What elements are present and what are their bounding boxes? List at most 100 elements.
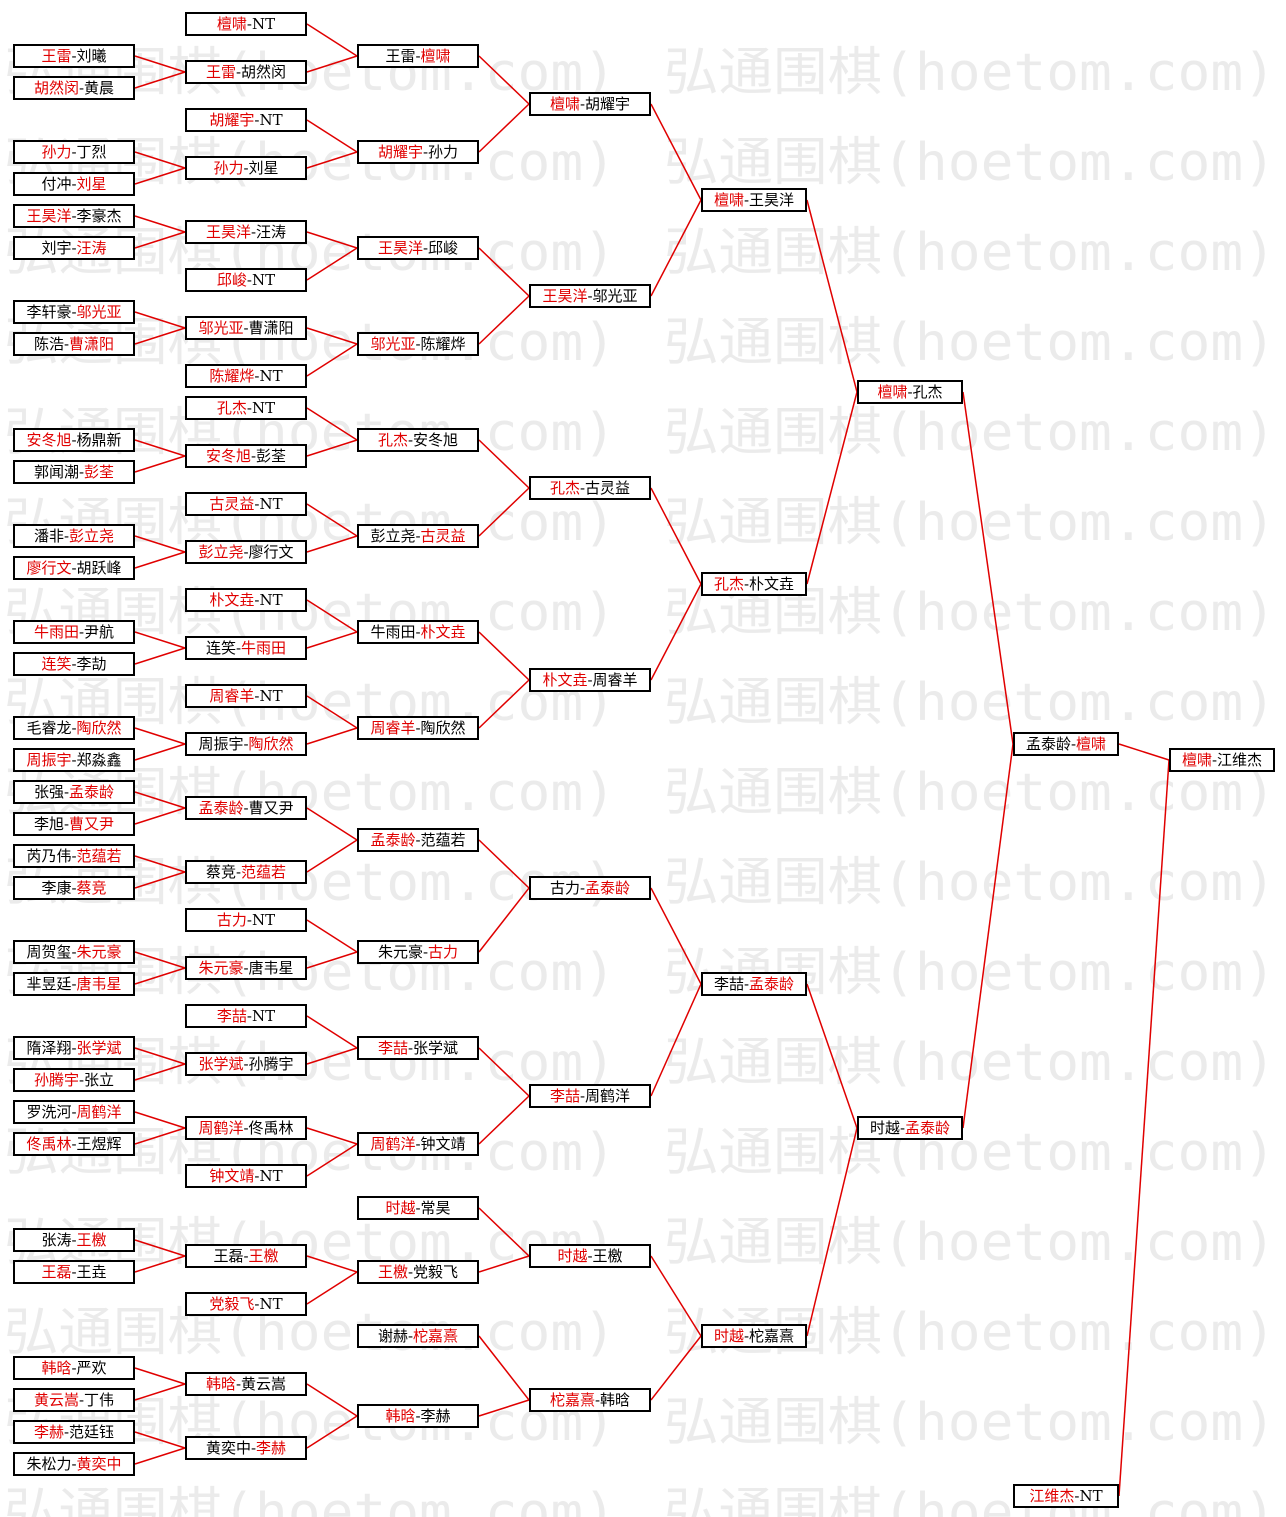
match-box: 邬光亚-陈耀烨 [357,332,479,356]
match-box: 刘宇-汪涛 [13,236,135,260]
match-separator: - [235,63,242,81]
player-name: 李轩豪 [26,303,72,321]
match-separator: - [415,1407,421,1425]
player-name-highlighted: 周鹤洋 [76,1103,122,1121]
match-separator: - [71,1359,77,1377]
connector-line [306,1015,358,1049]
connector-line [1118,743,1170,761]
match-separator: - [71,1263,77,1281]
watermark-text: 弘通围棋(hoetom.com) [664,1123,1276,1183]
player-name: 隋泽翔 [26,1039,72,1057]
connector-line [306,55,358,73]
match-separator: - [422,943,429,961]
match-box: 李旭-曹又尹 [13,812,135,836]
match-separator: - [254,495,260,513]
player-name: 张立 [84,1071,115,1089]
match-separator: - [71,1455,77,1473]
match-box: 王昊洋-李豪杰 [13,204,135,228]
player-name-highlighted: 邬光亚 [198,319,244,337]
match-box: 孔杰-安冬旭 [357,428,479,452]
player-name-highlighted: 孟泰龄 [370,831,416,849]
match-separator: - [243,159,249,177]
match-box: 王雷-刘曦 [13,44,135,68]
match-separator: - [71,847,77,865]
player-name-highlighted: 孟泰龄 [749,975,795,993]
match-box: 柁嘉熹-韩晗 [529,1388,651,1412]
match-box: 檀啸-NT [185,12,307,36]
match-box: 连笑-牛雨田 [185,636,307,660]
match-separator: - [78,1071,85,1089]
match-box: 时越-王檄 [529,1244,651,1268]
match-separator: - [71,975,77,993]
match-separator: - [63,527,70,545]
player-name: 廖行文 [248,543,294,561]
connector-line [1118,759,1170,1497]
connector-line [650,487,702,585]
connector-line [134,327,186,345]
match-box: 朴文垚-NT [185,588,307,612]
connector-line [306,343,358,377]
player-name-highlighted: 胡然闵 [33,79,79,97]
player-name: 曹又尹 [248,799,294,817]
player-name-highlighted: 李喆 [377,1039,408,1057]
player-name-highlighted: 朱元豪 [76,943,122,961]
player-name-highlighted: 韩晗 [205,1375,236,1393]
match-box: 陈浩-曹潇阳 [13,332,135,356]
player-name-highlighted: 刘星 [76,175,107,193]
match-box: 韩晗-黄云嵩 [185,1372,307,1396]
player-name-highlighted: 张学斌 [76,1039,122,1057]
match-box: 安冬旭-彭荃 [185,444,307,468]
player-name: 黄云嵩 [241,1375,287,1393]
player-name-highlighted: 王昊洋 [26,207,72,225]
player-name-highlighted: 党毅飞 [209,1295,255,1313]
match-box: 芈昱廷-唐韦星 [13,972,135,996]
player-name-highlighted: 胡耀宇 [377,143,423,161]
player-name-highlighted: 朴文垚 [209,591,255,609]
match-separator: - [246,399,252,417]
match-separator: - [78,623,85,641]
match-separator: - [243,1055,249,1073]
player-name: NT [251,911,276,929]
match-separator: - [579,95,586,113]
match-separator: - [594,1391,601,1409]
player-name-highlighted: 王檄 [76,1231,107,1249]
match-box: 韩晗-李赫 [357,1404,479,1428]
match-separator: - [71,879,77,897]
match-box: 古灵益-NT [185,492,307,516]
player-name: 孟泰龄 [1025,735,1071,753]
player-name-highlighted: 汪涛 [76,239,107,257]
connector-line [806,983,858,1129]
player-name-highlighted: 范蕴若 [241,863,287,881]
match-separator: - [254,111,260,129]
match-box: 周振宇-郑淼鑫 [13,748,135,772]
match-separator: - [587,671,593,689]
match-separator: - [71,47,77,65]
player-name-highlighted: 邱峻 [216,271,247,289]
player-name-highlighted: 陶欣然 [76,719,122,737]
match-separator: - [743,575,750,593]
player-name-highlighted: 孟泰龄 [905,1119,951,1137]
match-box: 王雷-檀啸 [357,44,479,68]
connector-line [478,1207,530,1257]
player-name-highlighted: 王磊 [41,1263,72,1281]
match-box: 连笑-李劼 [13,652,135,676]
player-name-highlighted: 邬光亚 [370,335,416,353]
match-separator: - [415,831,421,849]
player-name: NT [259,1295,283,1313]
match-separator: - [743,191,750,209]
player-name-highlighted: 孟泰龄 [69,783,115,801]
connector-line [650,1335,702,1401]
connector-line [134,311,186,329]
match-box: 陈耀烨-NT [185,364,307,388]
player-name: 唐韦星 [248,959,294,977]
match-box: 胡然闵-黄晨 [13,76,135,100]
player-name-highlighted: 陈耀烨 [209,367,255,385]
match-box: 王昊洋-汪涛 [185,220,307,244]
match-separator: - [78,1391,85,1409]
player-name-highlighted: 孔杰 [377,431,408,449]
player-name-highlighted: 周鹤洋 [370,1135,416,1153]
match-separator: - [235,863,242,881]
match-box: 孟泰龄-檀啸 [1013,732,1119,756]
player-name: 党毅飞 [413,1263,459,1281]
connector-line [478,55,530,105]
